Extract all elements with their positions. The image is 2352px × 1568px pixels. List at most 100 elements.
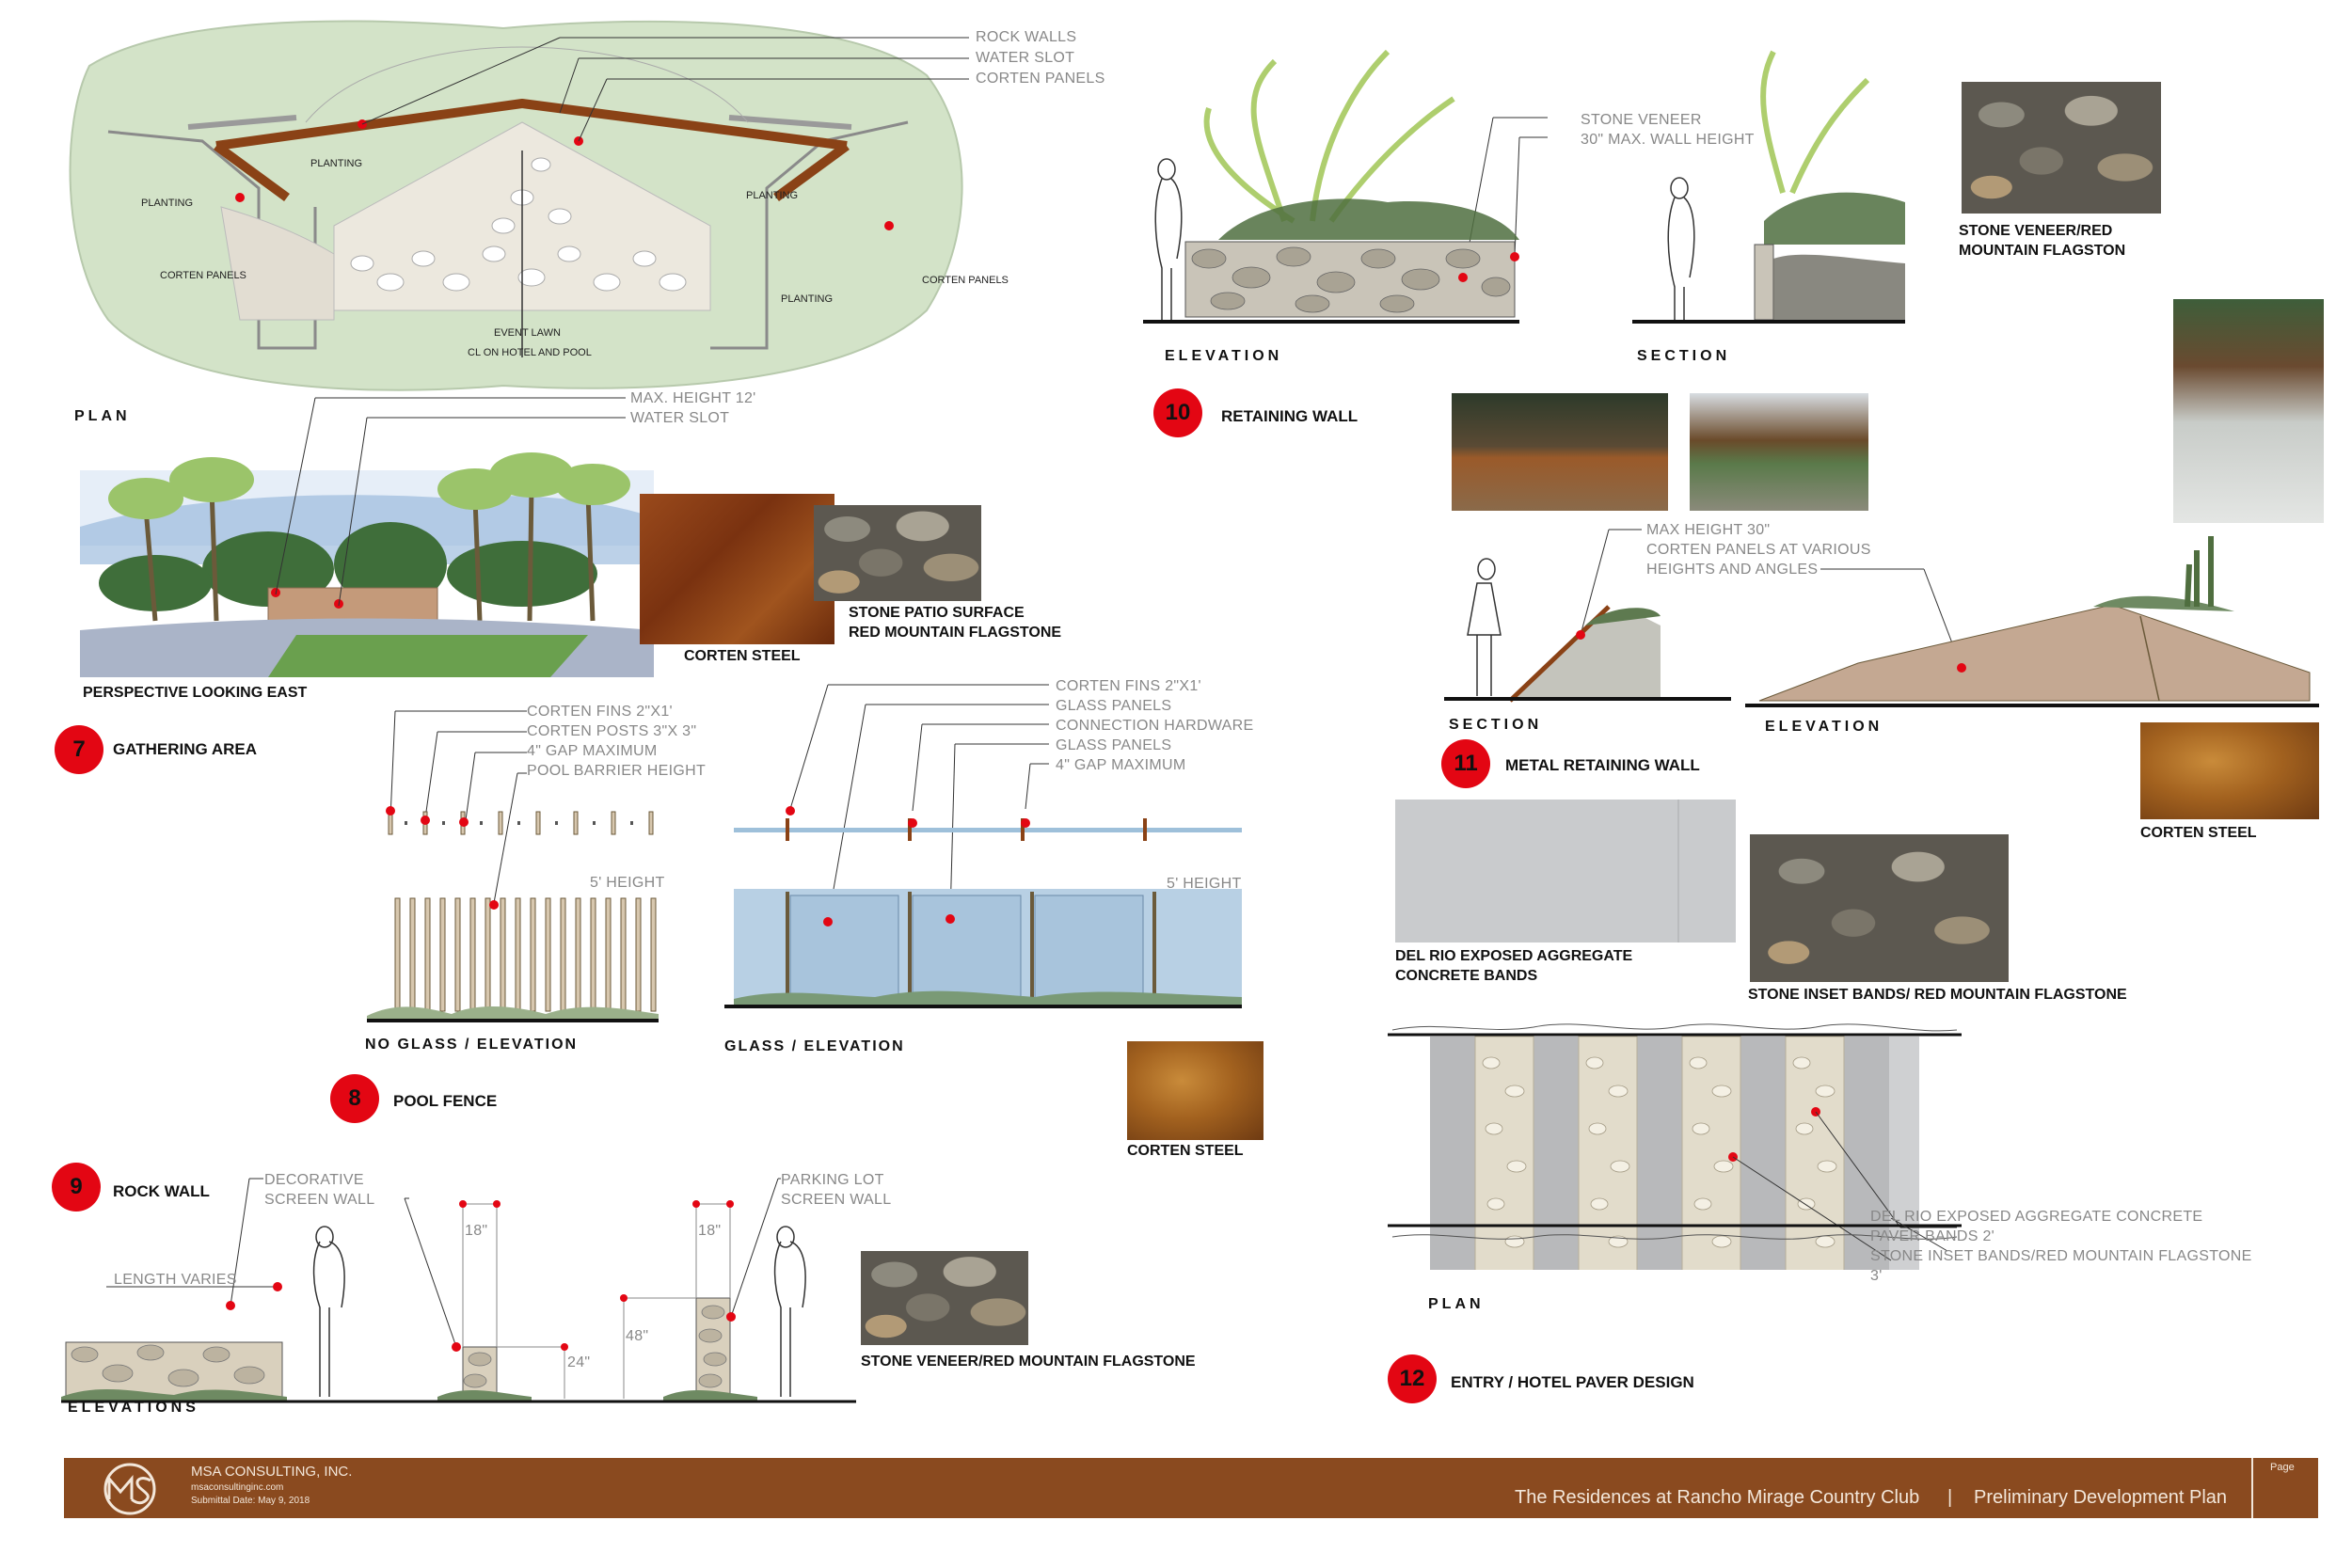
metal-wall-section-sketch	[1444, 529, 1731, 703]
section-number-badge: 9	[52, 1163, 101, 1212]
plan-label-corten-panels: CORTEN PANELS	[160, 270, 246, 281]
plan-label-planting: PLANTING	[781, 293, 834, 305]
rock-wall-elevations-drawing	[61, 1178, 856, 1403]
plan-label-planting: PLANTING	[746, 190, 799, 201]
gathering-callout-max-height: MAX. HEIGHT 12'	[630, 390, 756, 406]
metal-wall-elevation-label: ELEVATION	[1765, 719, 1883, 735]
glass-callout-connection-hardware: CONNECTION HARDWARE	[1056, 718, 1254, 734]
glass-callout-glass-panels: GLASS PANELS	[1056, 698, 1172, 714]
dimension-48in: 48"	[626, 1328, 649, 1344]
company-website: msaconsultinginc.com	[191, 1482, 284, 1493]
metal-wall-elevation-sketch	[1745, 536, 2319, 707]
section-number-badge: 11	[1441, 739, 1490, 788]
section-number-badge: 10	[1153, 388, 1202, 437]
retaining-callout-max-height: 30" MAX. WALL HEIGHT	[1581, 132, 1755, 148]
glass-callout-gap: 4" GAP MAXIMUM	[1056, 757, 1186, 773]
retaining-wall-section-sketch	[1632, 50, 1905, 324]
glass-elevation-label: GLASS / ELEVATION	[724, 1038, 905, 1054]
retaining-section-label: SECTION	[1637, 348, 1731, 364]
stone-patio-swatch	[814, 505, 981, 601]
retaining-callout-stone-veneer: STONE VENEER	[1581, 112, 1702, 128]
stone-veneer-label: STONE VENEER/RED MOUNTAIN FLAGSTONE	[861, 1354, 1196, 1370]
msa-logo	[103, 1463, 156, 1515]
paver-plan-bottom-edge	[1388, 1218, 1962, 1252]
perspective-label: PERSPECTIVE LOOKING EAST	[83, 685, 308, 701]
corten-steel-label: CORTEN STEEL	[1127, 1143, 1244, 1159]
fence-callout-gap: 4" GAP MAXIMUM	[527, 743, 658, 759]
metal-wall-section-label: SECTION	[1449, 717, 1543, 733]
dimension-18in: 18"	[465, 1223, 488, 1239]
fence-callout-corten-fins: CORTEN FINS 2"X1'	[527, 704, 673, 720]
gathering-area-plan-drawing	[69, 20, 969, 391]
section-title-gathering-area: GATHERING AREA	[113, 740, 257, 758]
fence-callout-barrier-height: POOL BARRIER HEIGHT	[527, 763, 707, 779]
corten-steel-label: CORTEN STEEL	[2140, 825, 2257, 841]
section-number-badge: 8	[330, 1074, 379, 1123]
paver-callout-stone-inset: STONE INSET BANDS/RED MOUNTAIN FLAGSTONE	[1870, 1248, 2252, 1264]
stone-inset-label: STONE INSET BANDS/ RED MOUNTAIN FLAGSTON…	[1748, 987, 2127, 1003]
corten-steel-swatch	[640, 494, 834, 644]
paver-callout-concrete: DEL RIO EXPOSED AGGREGATE CONCRETE	[1870, 1209, 2203, 1225]
retaining-wall-elevation-sketch	[1143, 49, 1548, 324]
pool-fence-glass-elevation	[724, 684, 1242, 1008]
section-title-retaining-wall: RETAINING WALL	[1221, 407, 1359, 425]
glass-callout-glass-panels-2: GLASS PANELS	[1056, 737, 1172, 753]
plan-label-event-lawn: EVENT LAWN	[494, 327, 561, 339]
corten-wall-photo	[1452, 393, 1668, 511]
submittal-date: Submittal Date: May 9, 2018	[191, 1496, 310, 1506]
concrete-label: DEL RIO EXPOSED AGGREGATE	[1395, 948, 1633, 964]
dimension-18in: 18"	[698, 1223, 722, 1239]
fence-height-label: 5' HEIGHT	[590, 875, 665, 891]
section-title-pool-fence: POOL FENCE	[393, 1092, 498, 1110]
metal-wall-callout-heights: HEIGHTS AND ANGLES	[1646, 562, 1819, 578]
title-block-footer: MSA CONSULTING, INC. msaconsultinginc.co…	[64, 1458, 2318, 1518]
fence-callout-corten-posts: CORTEN POSTS 3"X 3"	[527, 723, 697, 739]
plan-name: Preliminary Development Plan	[1974, 1487, 2228, 1508]
concrete-label-2: CONCRETE BANDS	[1395, 968, 1538, 984]
plan-view-label: PLAN	[74, 408, 131, 424]
stone-veneer-swatch	[1962, 82, 2161, 214]
company-name: MSA CONSULTING, INC.	[191, 1464, 353, 1480]
stone-inset-swatch	[1750, 834, 2009, 982]
gathering-perspective-sketch	[80, 452, 654, 677]
rock-wall-elevations-label: ELEVATIONS	[68, 1400, 199, 1416]
section-number-badge: 7	[55, 725, 103, 774]
no-glass-elevation-label: NO GLASS / ELEVATION	[365, 1037, 579, 1053]
plan-label-planting: PLANTING	[310, 158, 363, 169]
section-number-badge: 12	[1388, 1354, 1437, 1403]
pool-fence-no-glass-elevation	[367, 710, 659, 1022]
rock-wall-length-varies: LENGTH VARIES	[114, 1272, 237, 1288]
page-label: Page	[2270, 1462, 2295, 1473]
glass-height-label: 5' HEIGHT	[1167, 876, 1242, 892]
rock-wall-callout-parking-screen: SCREEN WALL	[781, 1192, 892, 1208]
section-title-metal-retaining-wall: METAL RETAINING WALL	[1505, 756, 1700, 774]
corten-steel-swatch	[2140, 722, 2319, 819]
stone-patio-label: STONE PATIO SURFACE	[849, 605, 1025, 621]
paver-plan-drawing	[1388, 1023, 1962, 1270]
corten-wall-photo	[2173, 299, 2324, 523]
page-divider	[2251, 1458, 2253, 1518]
project-name: The Residences at Rancho Mirage Country …	[1515, 1487, 1920, 1508]
metal-wall-callout-max-height: MAX HEIGHT 30"	[1646, 522, 1771, 538]
plan-label-centerline: CL ON HOTEL AND POOL	[468, 347, 592, 358]
plan-callout-rock-walls: ROCK WALLS	[976, 29, 1077, 45]
corten-wall-photo	[1690, 393, 1868, 511]
paver-callout-width: 3'	[1870, 1268, 1883, 1284]
section-title-rock-wall: ROCK WALL	[113, 1182, 210, 1200]
gathering-callout-water-slot: WATER SLOT	[630, 410, 730, 426]
concrete-swatch	[1395, 800, 1736, 942]
paver-plan-label: PLAN	[1428, 1296, 1485, 1312]
retaining-elevation-label: ELEVATION	[1165, 348, 1283, 364]
glass-callout-corten-fins: CORTEN FINS 2"X1'	[1056, 678, 1201, 694]
rock-wall-callout-screen-wall: SCREEN WALL	[264, 1192, 375, 1208]
dimension-24in: 24"	[567, 1354, 591, 1370]
plan-callout-corten-panels: CORTEN PANELS	[976, 71, 1105, 87]
paver-callout-bands: PAVER BANDS 2'	[1870, 1228, 1995, 1244]
stone-veneer-label: STONE VENEER/RED	[1959, 223, 2113, 239]
rock-wall-callout-decorative: DECORATIVE	[264, 1172, 364, 1188]
stone-veneer-swatch	[861, 1251, 1028, 1345]
plan-callout-water-slot: WATER SLOT	[976, 50, 1075, 66]
title-separator: |	[1947, 1487, 1953, 1508]
stone-veneer-label-2: MOUNTAIN FLAGSTON	[1959, 243, 2126, 259]
